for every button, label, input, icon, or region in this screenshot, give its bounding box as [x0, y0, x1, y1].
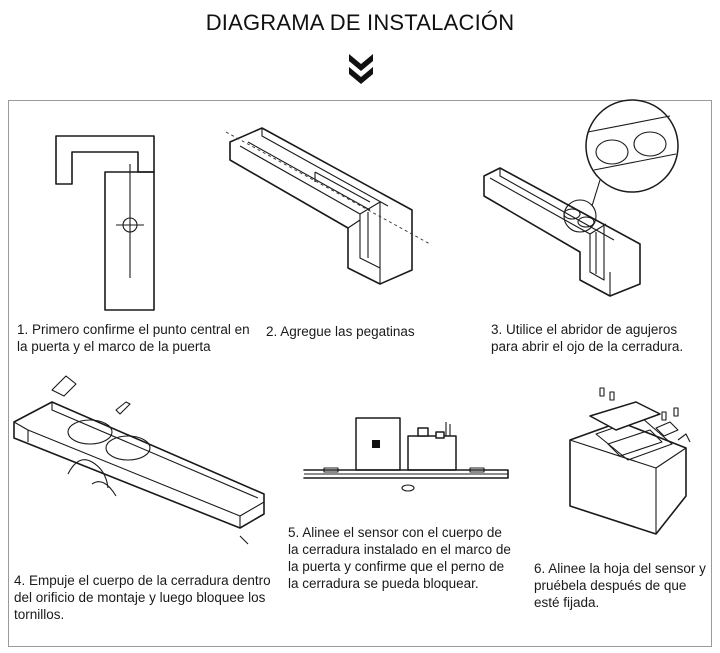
step-5-illustration [303, 417, 509, 492]
step-2-caption: 2. Agregue las pegatinas [266, 324, 415, 339]
step-5-caption: 5. Alinee el sensor con el cuerpo de la … [288, 525, 511, 591]
instruction-panel [8, 100, 712, 647]
step-6-caption: 6. Alinee la hoja del sensor y pruébela … [534, 561, 706, 610]
step-4-caption: 4. Empuje el cuerpo de la cerradura dent… [14, 573, 271, 622]
step-2-illustration [225, 127, 431, 285]
step-1-illustration [55, 135, 155, 311]
step-3-illustration [483, 99, 679, 297]
page-title: DIAGRAMA DE INSTALACIÓN [205, 10, 515, 35]
step-6-illustration [569, 387, 691, 535]
double-chevron-down-icon [349, 54, 373, 84]
step-1-caption: 1. Primero confirme el punto central en … [17, 322, 250, 354]
step-4-illustration [13, 375, 265, 545]
step-3-caption: 3. Utilice el abridor de agujeros para a… [491, 322, 684, 354]
